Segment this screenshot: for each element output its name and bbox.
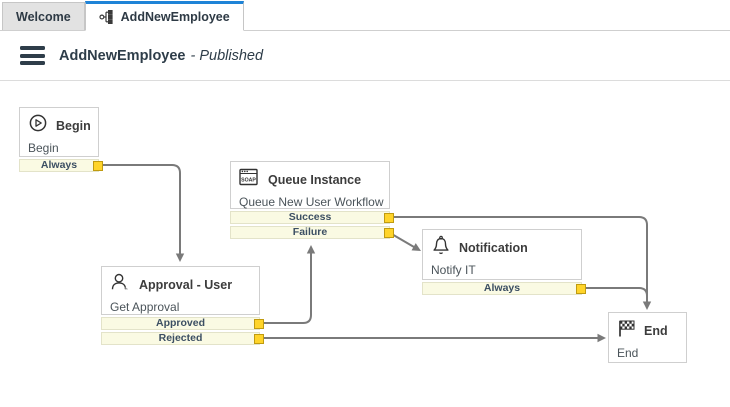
node-title: Queue Instance [268, 172, 362, 187]
connection-notification.Always-to-end [582, 287, 648, 302]
soap-icon: SOAP [239, 168, 260, 192]
tab-welcome[interactable]: Welcome [2, 2, 85, 30]
transition-handle[interactable] [384, 227, 394, 238]
tab-bar: Welcome AddNewEmployee [0, 0, 730, 31]
transition-label: Success [288, 211, 332, 223]
transition-label: Always [40, 159, 78, 171]
node-title: End [644, 323, 668, 338]
workflow-status: - Published [190, 47, 264, 64]
transition-approved[interactable]: Approved [101, 317, 264, 330]
transition-rejected[interactable]: Rejected [101, 332, 264, 345]
transition-handle[interactable] [254, 333, 264, 344]
node-name: End [617, 346, 639, 360]
workflow-header: AddNewEmployee- Published [0, 31, 730, 81]
tab-label: Welcome [16, 9, 71, 24]
play-circle-icon [28, 113, 48, 138]
bell-icon [431, 235, 451, 261]
node-title: Notification [459, 240, 528, 255]
transition-success[interactable]: Success [230, 211, 394, 224]
tab-label: AddNewEmployee [120, 10, 230, 24]
transition-handle[interactable] [576, 283, 586, 294]
connection-begin.Always-to-approval-user [99, 164, 181, 254]
transition-label: Rejected [158, 332, 203, 344]
node-name: Notify IT [431, 263, 476, 277]
node-name: Begin [28, 141, 59, 155]
node-title: Approval - User [139, 277, 233, 292]
transition-handle[interactable] [93, 160, 103, 171]
transition-failure[interactable]: Failure [230, 226, 394, 239]
user-icon [110, 272, 131, 297]
arrowhead [642, 301, 652, 310]
svg-text:SOAP: SOAP [241, 177, 256, 183]
workflow-version-icon [99, 9, 115, 25]
node-name: Queue New User Workflow [239, 195, 384, 209]
node-name: Get Approval [110, 300, 180, 314]
transition-label: Always [483, 282, 521, 294]
node-title: Begin [56, 118, 91, 133]
arrowhead [175, 253, 185, 262]
workflow-title: AddNewEmployee- Published [59, 48, 263, 64]
connection-approval-user.Approved-to-queue-instance [260, 253, 312, 324]
workflow-title-text: AddNewEmployee [59, 47, 186, 64]
arrowhead [306, 245, 316, 254]
transition-handle[interactable] [254, 318, 264, 329]
transition-handle[interactable] [384, 212, 394, 223]
transition-always[interactable]: Always [422, 282, 586, 295]
transition-label: Approved [155, 317, 205, 329]
arrowhead [597, 333, 606, 343]
menu-icon[interactable] [20, 46, 45, 65]
transition-label: Failure [292, 226, 328, 238]
tab-addnewemployee[interactable]: AddNewEmployee [84, 1, 244, 31]
checkered-flag-icon [617, 318, 636, 343]
transition-always[interactable]: Always [19, 159, 103, 172]
